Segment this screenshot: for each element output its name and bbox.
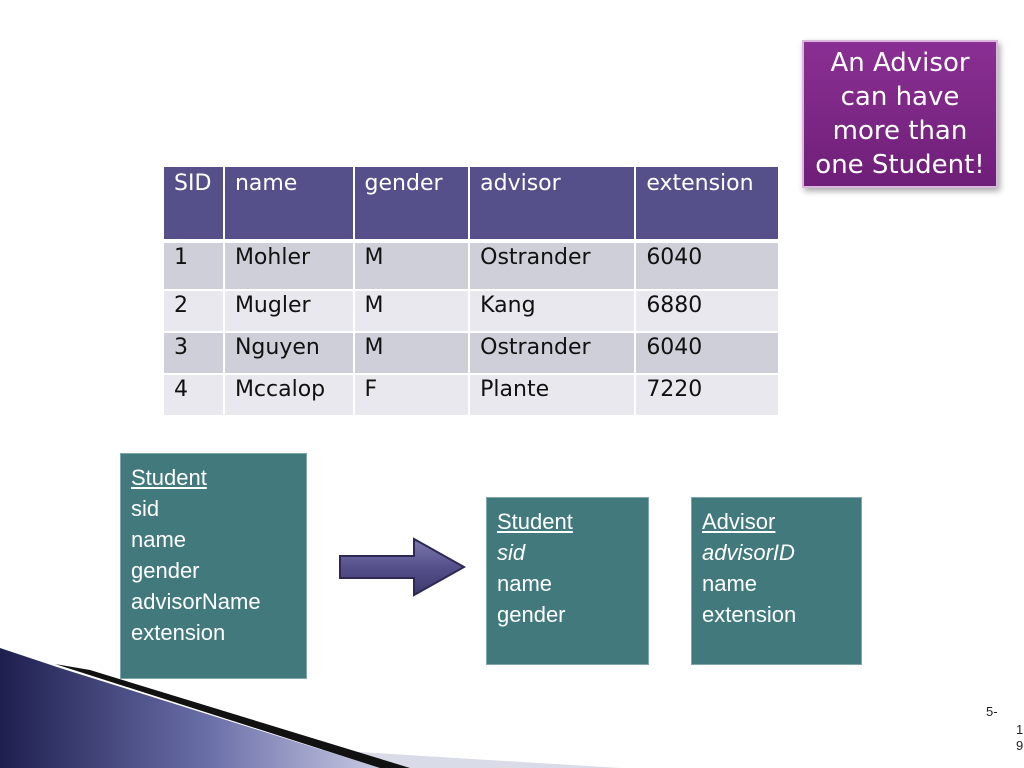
- callout-line: An Advisor: [830, 48, 970, 78]
- table-cell: Mohler: [222, 240, 355, 291]
- table-cell: Ostrander: [468, 331, 637, 375]
- entity-title: Advisor: [702, 509, 776, 534]
- corner-decoration: [0, 648, 620, 768]
- table-cell: 3: [162, 331, 225, 375]
- column-header: extension: [634, 165, 780, 243]
- table-cell: Mugler: [222, 289, 355, 333]
- table-cell: 6880: [634, 289, 780, 333]
- column-header: gender: [352, 165, 471, 243]
- student-entity-after: Student sid name gender: [486, 497, 649, 665]
- table-cell: Ostrander: [468, 240, 637, 291]
- entity-field: gender: [131, 558, 200, 583]
- callout-line: more than: [832, 116, 968, 146]
- entity-key: advisorID: [702, 540, 795, 565]
- entity-field: name: [702, 571, 758, 596]
- table-cell: 2: [162, 289, 225, 333]
- table-cell: F: [352, 373, 471, 417]
- page-number: 1: [1016, 722, 1024, 737]
- table-row: 3 Nguyen M Ostrander 6040: [162, 331, 780, 375]
- column-header: SID: [162, 165, 225, 243]
- entity-field: name: [131, 527, 187, 552]
- advisor-entity: Advisor advisorID name extension: [691, 497, 862, 665]
- table-cell: 7220: [634, 373, 780, 417]
- student-entity-before: Student sid name gender advisorName exte…: [120, 453, 307, 679]
- callout-line: can have: [840, 82, 960, 112]
- column-header: name: [222, 165, 355, 243]
- table-cell: Nguyen: [222, 331, 355, 375]
- table-cell: M: [352, 240, 471, 291]
- table-row: 2 Mugler M Kang 6880: [162, 289, 780, 333]
- entity-field: advisorName: [131, 589, 261, 614]
- table-cell: M: [352, 331, 471, 375]
- entity-field: name: [497, 571, 553, 596]
- table-cell: 6040: [634, 331, 780, 375]
- callout-line: one Student!: [815, 150, 985, 180]
- right-arrow-icon: [339, 537, 467, 597]
- entity-field: sid: [131, 496, 160, 521]
- column-header: advisor: [468, 165, 637, 243]
- table-cell: 4: [162, 373, 225, 417]
- callout-box: An Advisor can have more than one Studen…: [802, 40, 998, 188]
- entity-field: extension: [702, 602, 797, 627]
- table-cell: 6040: [634, 240, 780, 291]
- table-cell: Kang: [468, 289, 637, 333]
- student-table: SID name gender advisor extension 1 Mohl…: [162, 165, 780, 417]
- table-row: 1 Mohler M Ostrander 6040: [162, 240, 780, 291]
- page-number: 5-: [986, 704, 998, 719]
- table-row: 4 Mccalop F Plante 7220: [162, 373, 780, 417]
- entity-key: sid: [497, 540, 526, 565]
- entity-field: gender: [497, 602, 566, 627]
- table-cell: M: [352, 289, 471, 333]
- table-cell: Plante: [468, 373, 637, 417]
- entity-field: extension: [131, 620, 226, 645]
- table-cell: Mccalop: [222, 373, 355, 417]
- entity-title: Student: [497, 509, 573, 534]
- page-number: 9: [1016, 738, 1024, 753]
- table-header-row: SID name gender advisor extension: [162, 165, 780, 243]
- table-cell: 1: [162, 240, 225, 291]
- entity-title: Student: [131, 465, 207, 490]
